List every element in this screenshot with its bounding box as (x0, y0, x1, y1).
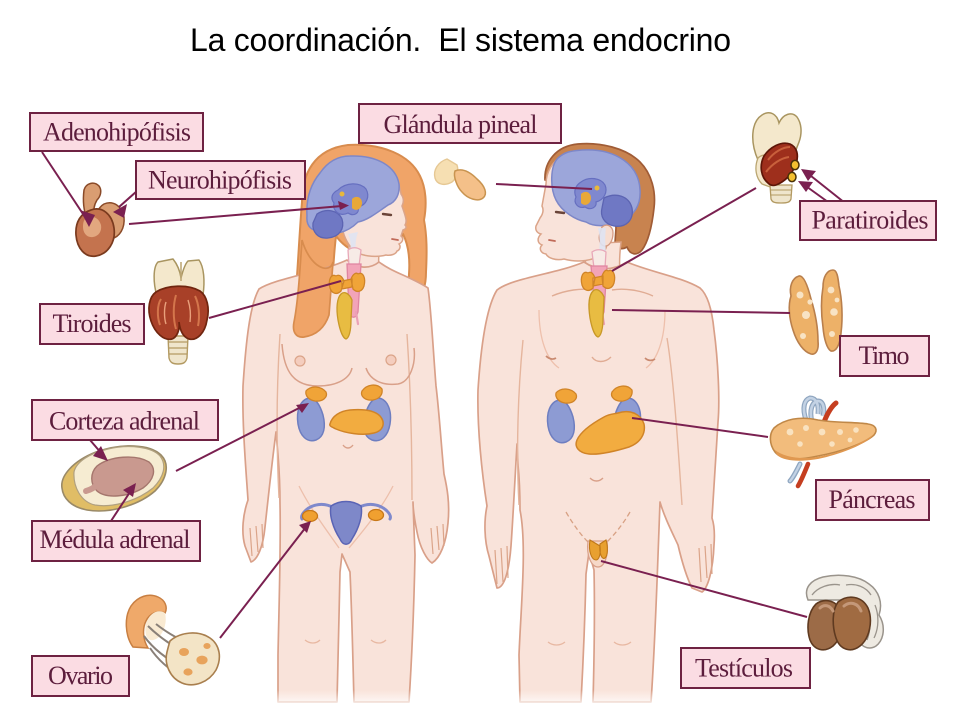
svg-text:Adenohipófisis: Adenohipófisis (43, 118, 191, 147)
svg-text:Neurohipófisis: Neurohipófisis (148, 166, 292, 195)
svg-text:Timo: Timo (859, 341, 910, 370)
svg-text:Médula adrenal: Médula adrenal (40, 525, 191, 554)
svg-text:Páncreas: Páncreas (829, 485, 916, 514)
svg-text:Tiroides: Tiroides (53, 309, 132, 338)
svg-text:La coordinación. El sistema e: La coordinación. El sistema endocrino (190, 22, 731, 58)
svg-text:Corteza adrenal: Corteza adrenal (49, 407, 200, 436)
svg-text:Ovario: Ovario (48, 661, 113, 690)
svg-text:Testículos: Testículos (695, 654, 793, 683)
svg-text:Glándula pineal: Glándula pineal (384, 110, 538, 139)
svg-text:Paratiroides: Paratiroides (812, 206, 929, 235)
